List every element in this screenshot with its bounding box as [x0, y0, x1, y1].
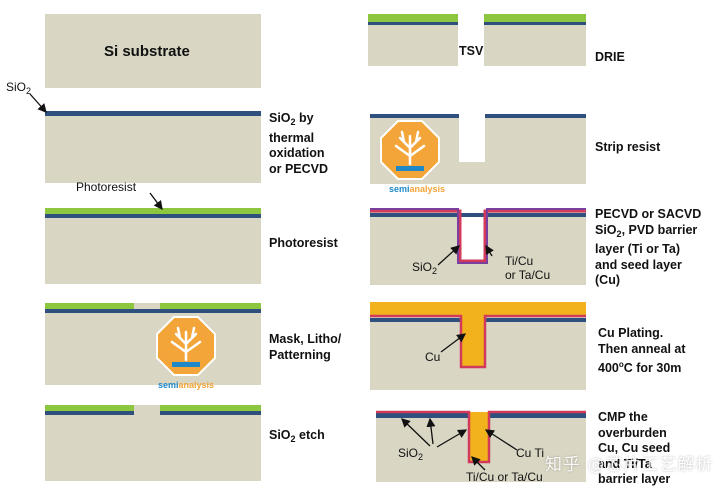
sio2-arrow-3 — [436, 429, 468, 448]
sio2-layer — [484, 318, 586, 322]
photoresist-layer-left — [45, 405, 134, 411]
cmp-ticu-callout: Ti/Cu or Ta/Cu — [466, 470, 543, 484]
sio2-layer-right — [485, 114, 586, 118]
substrate-panel-5 — [45, 405, 261, 481]
sio2-arrow-2 — [426, 417, 436, 445]
logo-wordmark: semianalysis — [389, 184, 445, 194]
sio2-layer-left — [376, 413, 468, 418]
barrier-seed-liner — [370, 209, 586, 263]
cmp-cuti-callout: Cu Ti — [516, 446, 545, 460]
ticu-arrow — [471, 456, 486, 471]
ticu-arrow — [485, 244, 494, 257]
substrate-panel-4 — [45, 303, 261, 385]
seed-liner — [370, 208, 586, 264]
sio2-arrow — [29, 93, 47, 113]
sio2-arrow-1 — [401, 418, 431, 447]
via-hole — [459, 114, 485, 162]
photoresist-callout: Photoresist — [76, 180, 137, 194]
photoresist-layer-right — [484, 14, 586, 22]
copper-overburden — [370, 302, 586, 316]
sio2-layer-right — [160, 411, 261, 415]
step-strip-resist-label: Strip resist — [595, 140, 661, 154]
sio2-layer-right — [484, 22, 586, 25]
semianalysis-logo — [156, 316, 216, 376]
photoresist-layer — [45, 208, 261, 214]
via-opening — [458, 14, 484, 72]
logo-wordmark: semianalysis — [158, 380, 214, 390]
step-drie-label: DRIE — [595, 50, 625, 64]
plating-cu-callout: Cu — [425, 350, 441, 364]
liner-ticu-callout: Ti/Cu or Ta/Cu — [505, 254, 551, 282]
sio2-layer — [45, 111, 261, 116]
step-mask-litho-label: Mask, Litho/ Patterning — [269, 332, 342, 362]
photoresist-layer-right — [160, 303, 261, 309]
sio2-layer — [370, 318, 462, 322]
barrier-liner — [370, 314, 586, 369]
cu-arrow — [440, 333, 467, 353]
copper-via-fill — [470, 412, 488, 462]
sio2-layer — [45, 309, 261, 313]
substrate-panel-2 — [45, 111, 261, 183]
substrate-label: Si substrate — [104, 43, 190, 60]
cmp-sio2-callout: SiO2 — [398, 446, 424, 462]
photoresist-layer-right — [160, 405, 261, 411]
tsv-label: TSV — [459, 44, 484, 58]
sio2-layer-right — [489, 413, 586, 418]
photoresist-layer-left — [45, 303, 134, 309]
sio2-layer-left — [45, 411, 134, 415]
sio2-callout: SiO2 — [6, 80, 32, 96]
photoresist-arrow — [149, 192, 163, 211]
sio2-layer — [370, 213, 586, 217]
via-hole — [460, 211, 484, 261]
sio2-layer — [45, 214, 261, 218]
copper-via-fill — [462, 316, 484, 366]
substrate-panel-1 — [45, 14, 261, 88]
substrate-panel-3 — [45, 208, 261, 284]
sio2-arrow — [437, 245, 460, 266]
step-sio2-etch-label: SiO2 etch — [269, 428, 325, 444]
watermark: 知乎 @芯片工艺解析 — [545, 455, 714, 475]
sio2-layer-left — [370, 114, 459, 118]
sio2-layer-left — [368, 22, 458, 25]
liner-sio2-callout: SiO2 — [412, 260, 438, 276]
step-photoresist-label: Photoresist — [269, 236, 338, 250]
cuti-arrow — [484, 429, 518, 451]
step-cmp-label: CMP the overburden Cu, Cu seed and Ti/Ta… — [598, 410, 671, 486]
photoresist-layer-left — [368, 14, 458, 22]
semianalysis-logo — [380, 120, 440, 180]
